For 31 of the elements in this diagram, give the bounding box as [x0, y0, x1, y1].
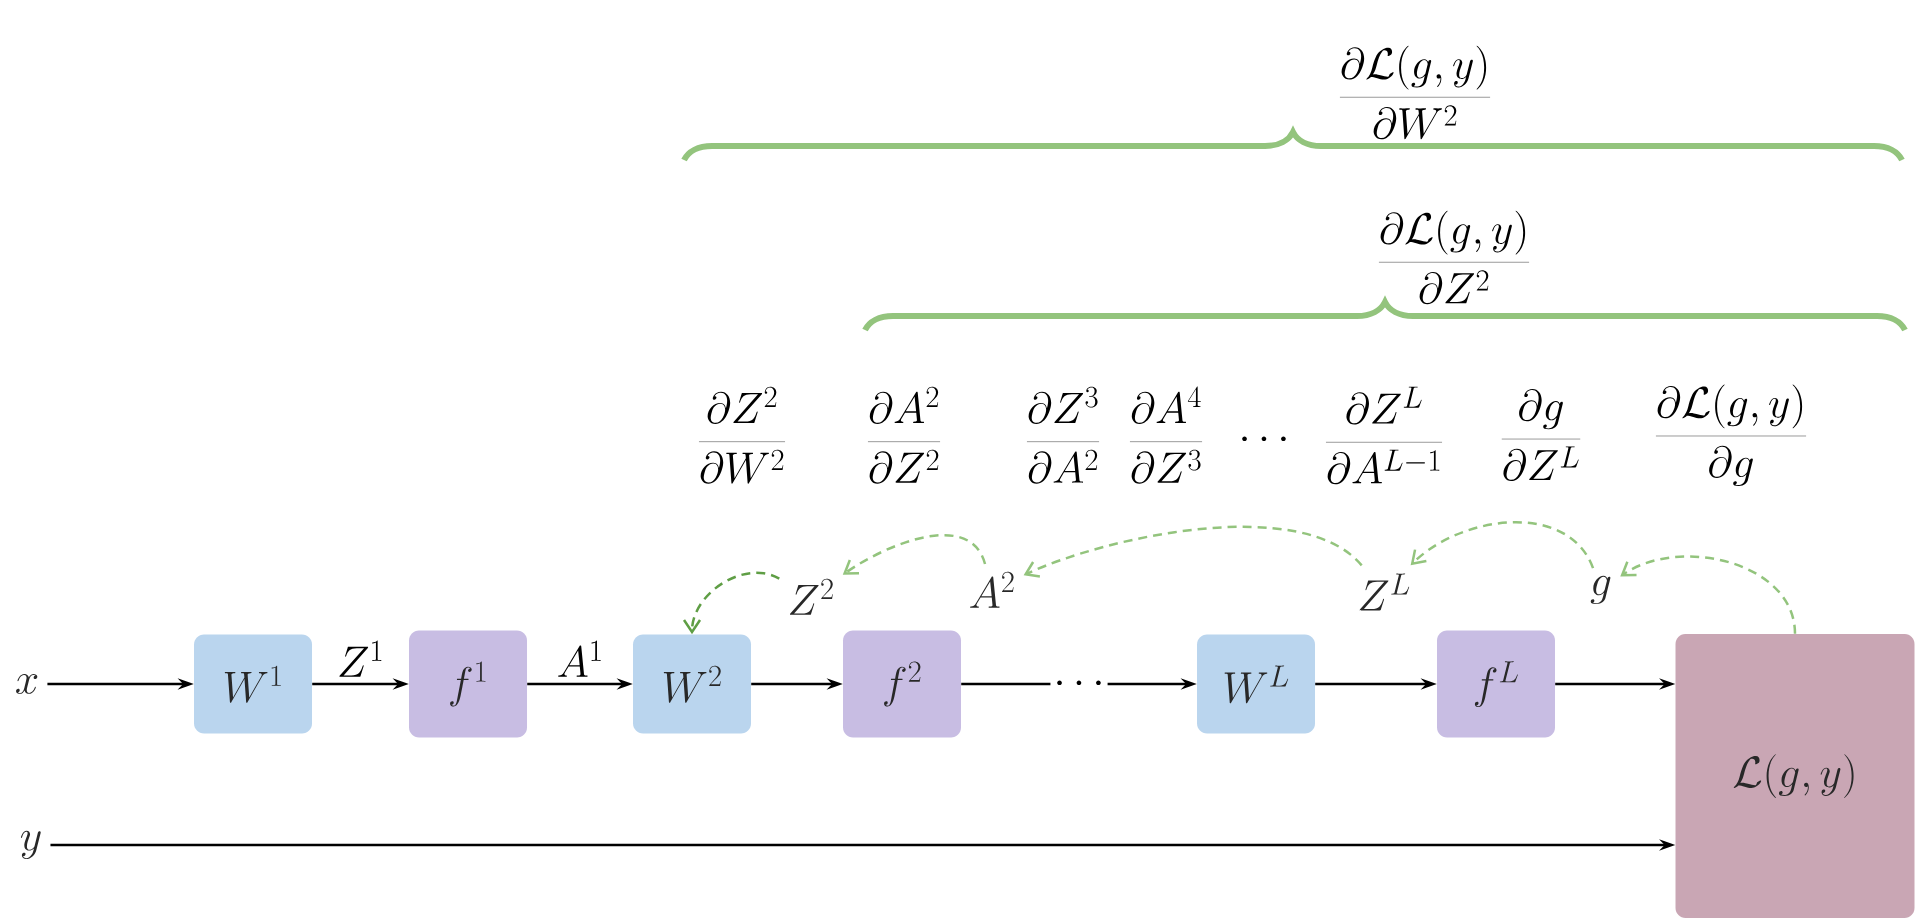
dashed-arrow [1410, 521, 1595, 569]
fraction-label: $\frac{\partial Z^2}{\partial W^2}$ [698, 386, 786, 484]
dashed-arrow [1023, 525, 1363, 578]
edge-label: $Z^1$ [333, 638, 388, 680]
edge-label: $\cdots$ [1050, 671, 1108, 697]
variable-label: $x$ [16, 674, 38, 694]
ellipsis: $\cdots$ [1242, 436, 1286, 442]
variable-label: $Z^L$ [1359, 573, 1410, 611]
variable-label: $y$ [20, 830, 41, 860]
weight-box: $W^2$ [633, 634, 751, 734]
fraction-label: $\frac{\partial \mathcal{L}(g, y)}{\partial W^2}$ [1339, 45, 1491, 140]
variable-label: $A^2$ [970, 571, 1014, 608]
variable-label: $g$ [1590, 575, 1611, 605]
fraction-label: $\frac{\partial \mathcal{L}(g, y)}{\partial Z^2}$ [1378, 210, 1530, 305]
dashed-arrow [682, 571, 780, 635]
edge-label: $A^1$ [553, 638, 607, 680]
function-box: $f^2$ [843, 630, 961, 738]
loss-box: $\mathcal{L}(g, y)$ [1675, 634, 1915, 918]
fraction-label: $\frac{\partial A^2}{\partial Z^2}$ [867, 386, 941, 484]
fraction-label: $\frac{\partial \mathcal{L}(g, y)}{\partial g}$ [1655, 384, 1807, 486]
fraction-label: $\frac{\partial Z^L}{\partial A^{L-1}}$ [1325, 386, 1443, 485]
dashed-arrow [1620, 555, 1797, 634]
function-box: $f^1$ [409, 630, 527, 738]
variable-label: $Z^2$ [789, 578, 833, 615]
function-box: $f^L$ [1437, 630, 1555, 738]
fraction-label: $\frac{\partial Z^3}{\partial A^2}$ [1026, 386, 1100, 484]
fraction-label: $\frac{\partial A^4}{\partial Z^3}$ [1129, 386, 1203, 484]
fraction-label: $\frac{\partial g}{\partial Z^L}$ [1501, 389, 1581, 481]
weight-box: $W^1$ [194, 634, 312, 734]
weight-box: $W^L$ [1197, 634, 1315, 734]
dashed-arrow [842, 534, 987, 575]
